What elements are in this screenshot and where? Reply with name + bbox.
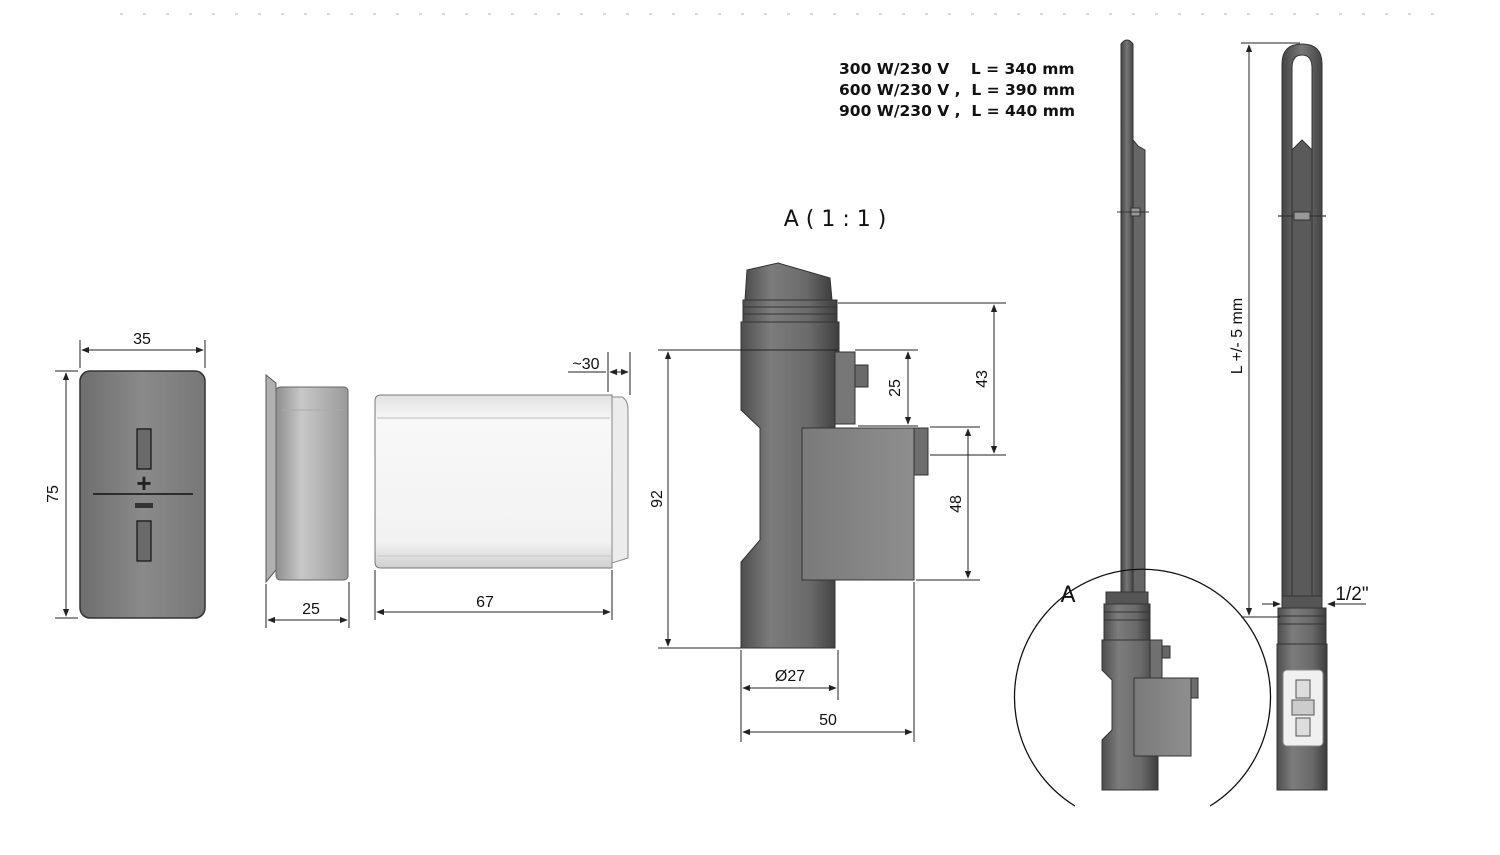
spec-line-300w: 300 W/230 V L = 340 mm <box>839 60 1075 78</box>
up-slot <box>136 428 152 470</box>
svg-text:35: 35 <box>133 331 151 348</box>
svg-text:43: 43 <box>974 370 991 388</box>
svg-text:Ø27: Ø27 <box>775 668 805 685</box>
heater-width-dimension: 50 <box>742 582 915 742</box>
power-length-specs: 300 W/230 V L = 340 mm 600 W/230 V , L =… <box>839 60 1075 120</box>
thread-dimension: 1/2" <box>1262 584 1369 608</box>
svg-text:50: 50 <box>819 712 837 729</box>
panel-height-dimension: 75 <box>45 370 78 619</box>
panel-width-dimension: 35 <box>79 331 206 368</box>
down-slot <box>136 520 152 562</box>
plus-icon: + <box>136 468 151 498</box>
end-cap <box>265 373 349 584</box>
svg-text:1/2": 1/2" <box>1335 584 1368 605</box>
detail-circle <box>1013 568 1272 807</box>
body-tip-dimension: ~30 <box>568 352 631 395</box>
svg-text:~30: ~30 <box>572 356 599 373</box>
body-length-dimension: 67 <box>374 570 613 620</box>
cap-depth-dimension: 25 <box>265 582 350 628</box>
spec-line-900w: 900 W/230 V , L = 440 mm <box>839 102 1075 120</box>
detail-marker: A <box>1060 583 1075 608</box>
spec-line-600w: 600 W/230 V , L = 390 mm <box>839 81 1075 99</box>
heater-detail-view <box>740 262 929 649</box>
detail-title: A ( 1 : 1 ) <box>784 207 887 232</box>
svg-text:25: 25 <box>887 379 904 397</box>
heater-box-dimension: 48 <box>916 426 980 581</box>
svg-text:67: 67 <box>476 594 494 611</box>
svg-text:48: 48 <box>948 495 965 513</box>
svg-text:25: 25 <box>302 601 320 618</box>
housing-body <box>374 394 629 569</box>
element-length-dimension: L +/- 5 mm <box>1229 42 1300 618</box>
heater-top-dimension: 43 <box>838 302 1006 456</box>
heating-element-side-view <box>1101 39 1199 791</box>
minus-icon <box>135 503 153 508</box>
svg-text:75: 75 <box>45 485 62 503</box>
heater-upper-dimension: 25 <box>855 349 918 427</box>
heating-element-front-view <box>1276 43 1328 791</box>
control-panel: + <box>79 370 206 619</box>
svg-text:92: 92 <box>649 490 666 508</box>
heater-height-dimension: 92 <box>649 349 838 649</box>
heater-diameter-dimension: Ø27 <box>740 650 839 742</box>
svg-text:L +/- 5 mm: L +/- 5 mm <box>1229 298 1246 374</box>
